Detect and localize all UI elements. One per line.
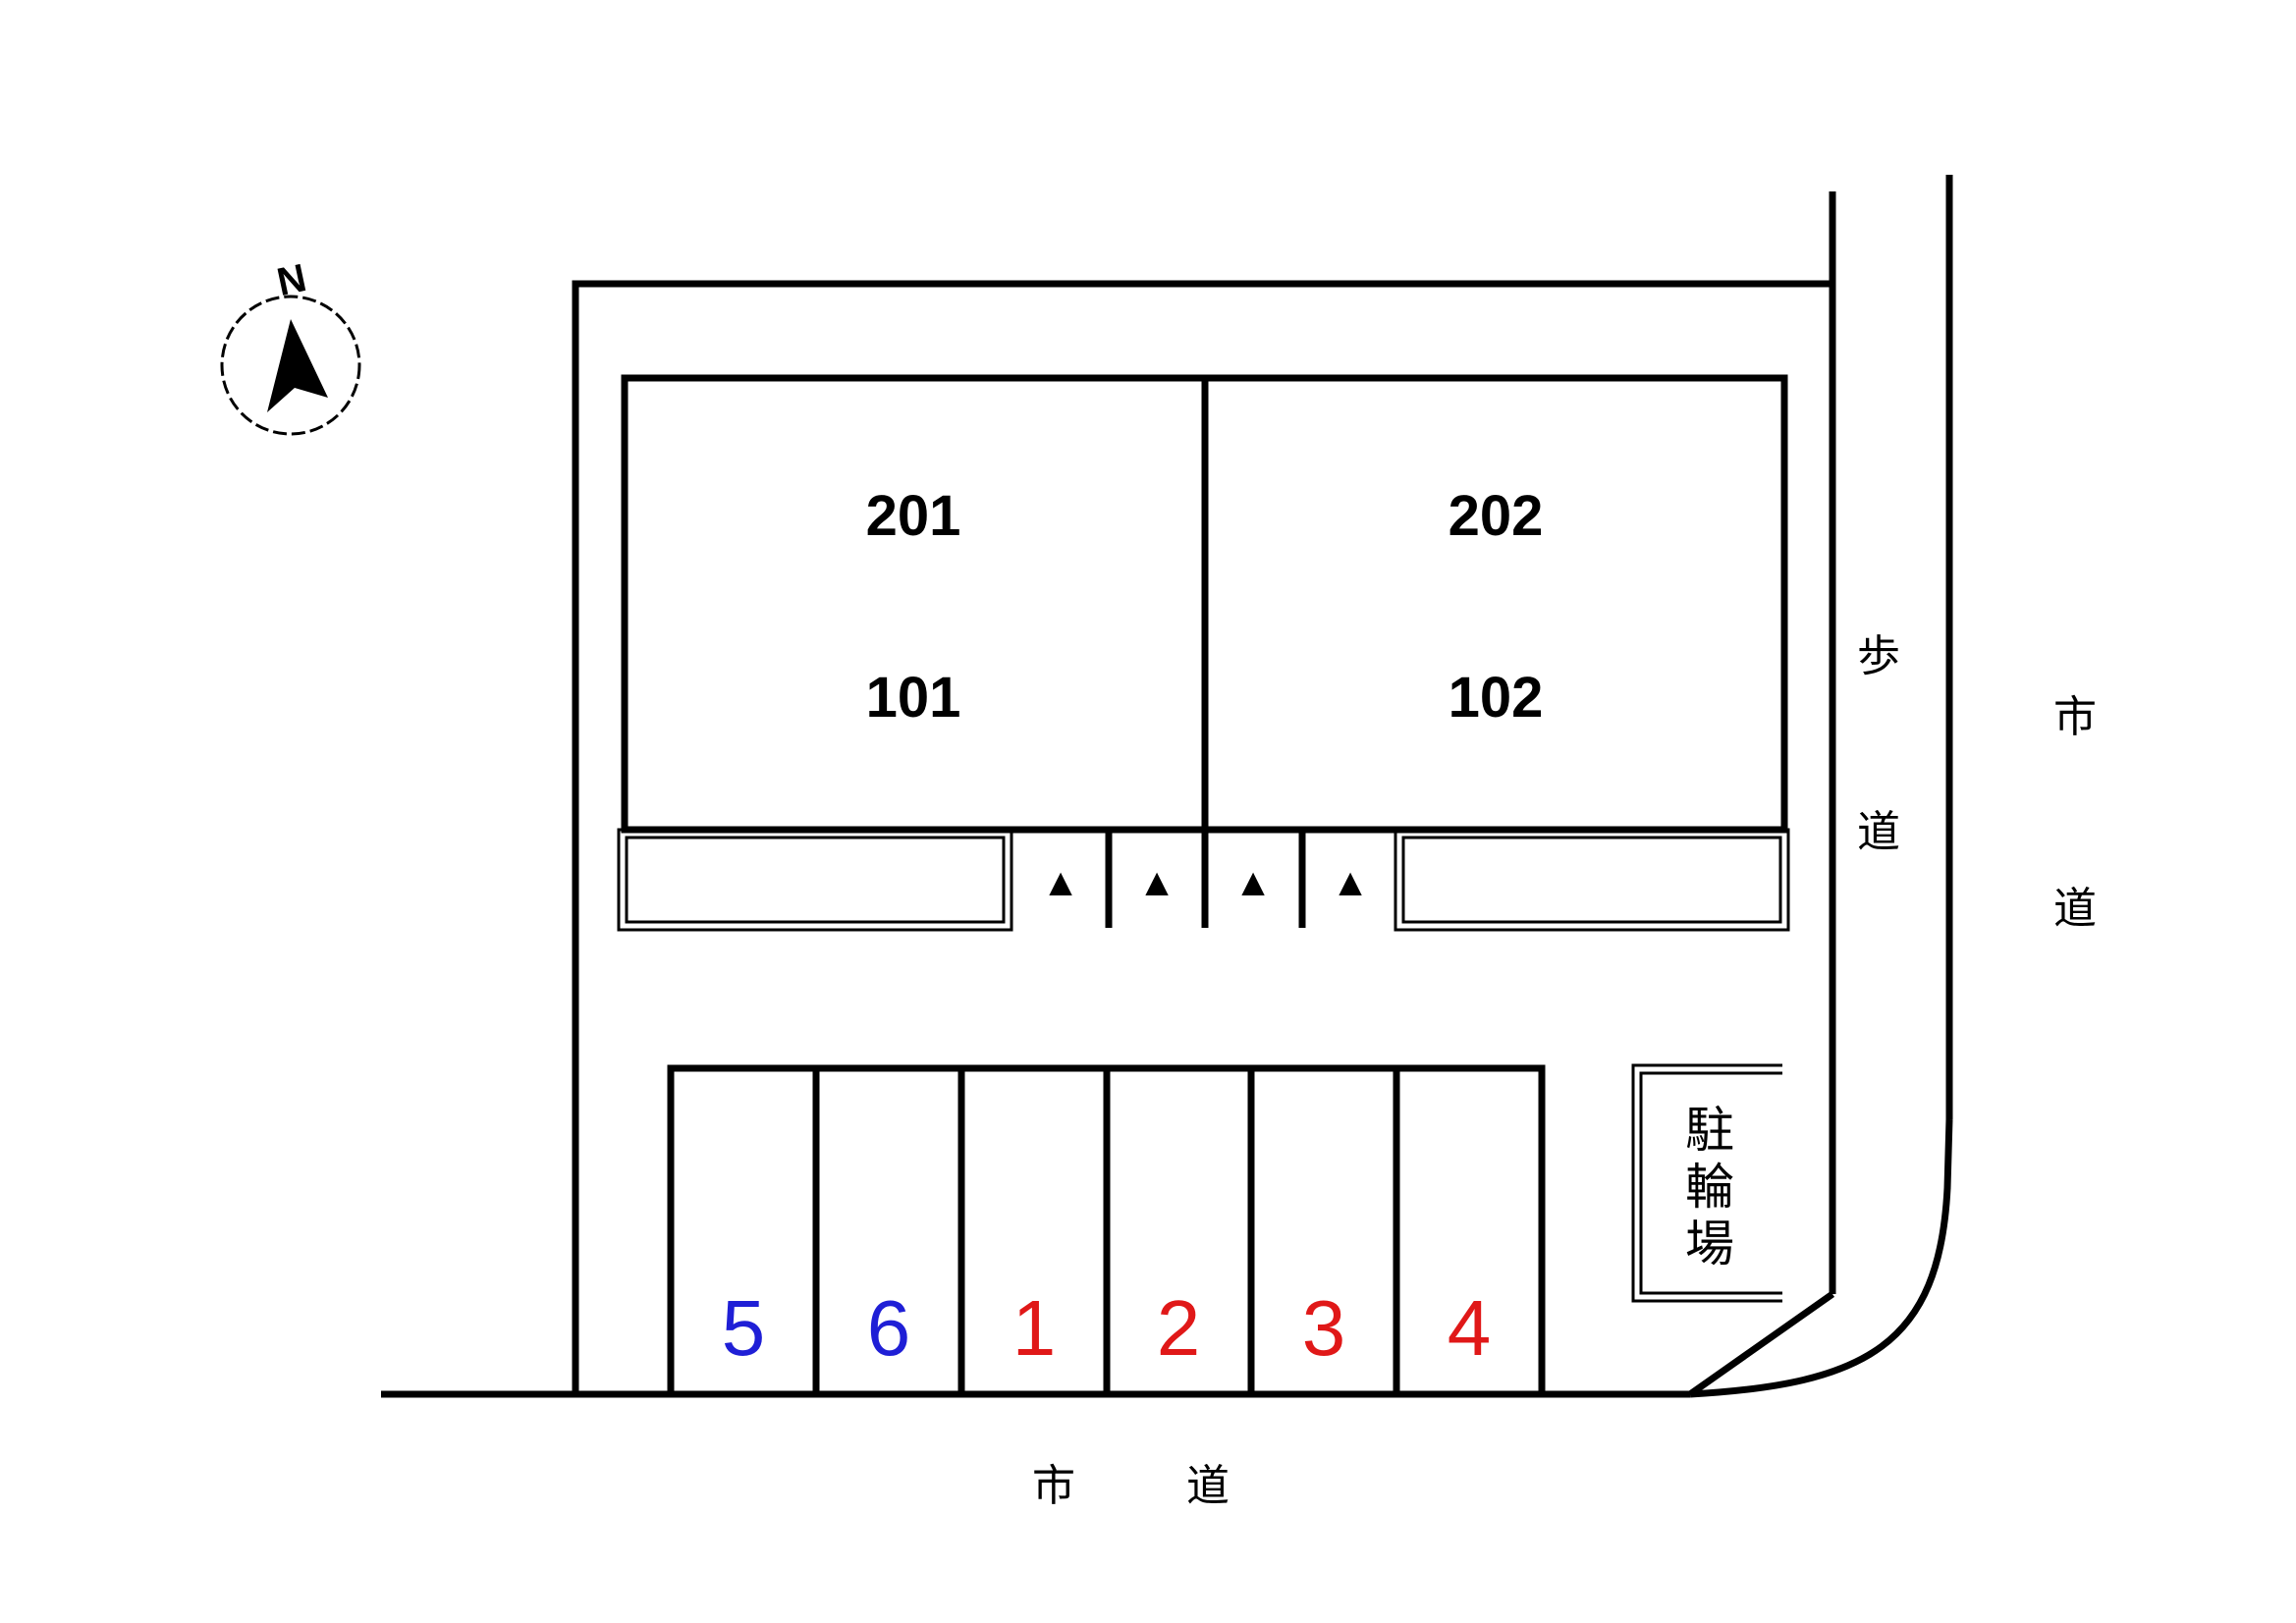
entrance-mark: ▲: [1041, 861, 1080, 904]
parking-area: [667, 1064, 1546, 1394]
parking-space-4: 4: [1448, 1284, 1492, 1372]
sidewalk-label-2: 道: [1857, 807, 1900, 857]
compass-ring: [220, 295, 361, 436]
east-road-label-2: 道: [2053, 884, 2097, 934]
parking-space-3: 3: [1302, 1284, 1346, 1372]
room-201: 201: [866, 484, 961, 548]
bicycle-parking: 駐 輪 場: [1631, 1063, 1782, 1303]
parking-space-1: 1: [1012, 1284, 1057, 1372]
entrance-mark: ▲: [1331, 861, 1370, 904]
balcony-right: [1394, 828, 1790, 932]
bike-parking-char-3: 場: [1685, 1216, 1734, 1272]
entrance-mark: ▲: [1137, 861, 1176, 904]
south-road-label-1: 市: [1032, 1461, 1075, 1511]
parking-space-2: 2: [1157, 1284, 1201, 1372]
compass: N: [220, 256, 361, 436]
parking-space-6: 6: [867, 1284, 911, 1372]
balcony-left: [617, 828, 1013, 932]
sidewalk-label-1: 歩: [1857, 631, 1900, 681]
south-road-label-2: 道: [1186, 1461, 1230, 1511]
lot-boundary: [381, 175, 1953, 1398]
bike-parking-char-1: 駐: [1685, 1102, 1734, 1159]
room-102: 102: [1449, 666, 1544, 730]
north-arrow-icon: [267, 319, 328, 412]
entrance-mark: ▲: [1233, 861, 1273, 904]
east-road-label-1: 市: [2053, 692, 2097, 742]
building: [617, 374, 1790, 932]
parking-space-5: 5: [722, 1284, 766, 1372]
room-202: 202: [1449, 484, 1544, 548]
room-101: 101: [866, 666, 961, 730]
bike-parking-char-2: 輪: [1685, 1159, 1734, 1216]
